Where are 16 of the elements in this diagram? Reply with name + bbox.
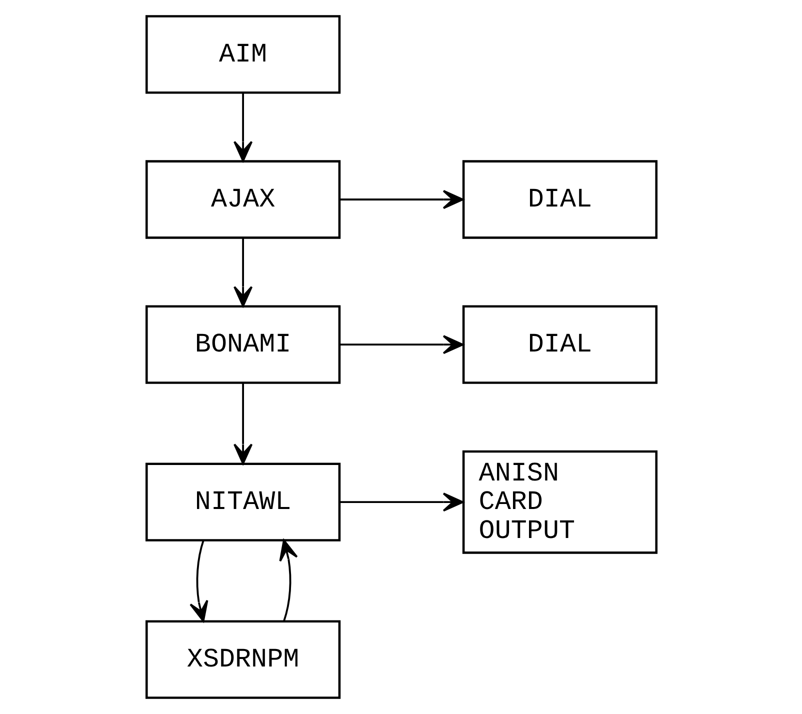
- node-box: BONAMI: [144, 305, 340, 384]
- node-box: AJAX: [144, 160, 340, 239]
- node-box: XSDRNPM: [144, 620, 340, 699]
- arrow: [339, 492, 464, 512]
- node-box: DIAL: [462, 160, 657, 239]
- arrow: [339, 335, 464, 354]
- arrow: [233, 92, 252, 162]
- arrow: [278, 539, 298, 622]
- node-box: DIAL: [462, 305, 657, 384]
- arrow: [233, 382, 252, 464]
- node-box: AIM: [144, 15, 340, 94]
- node-box: ANISN CARD OUTPUT: [462, 450, 657, 554]
- node-box: NITAWL: [144, 462, 340, 542]
- arrow: [189, 540, 208, 622]
- arrow: [233, 238, 252, 307]
- arrow: [339, 190, 464, 210]
